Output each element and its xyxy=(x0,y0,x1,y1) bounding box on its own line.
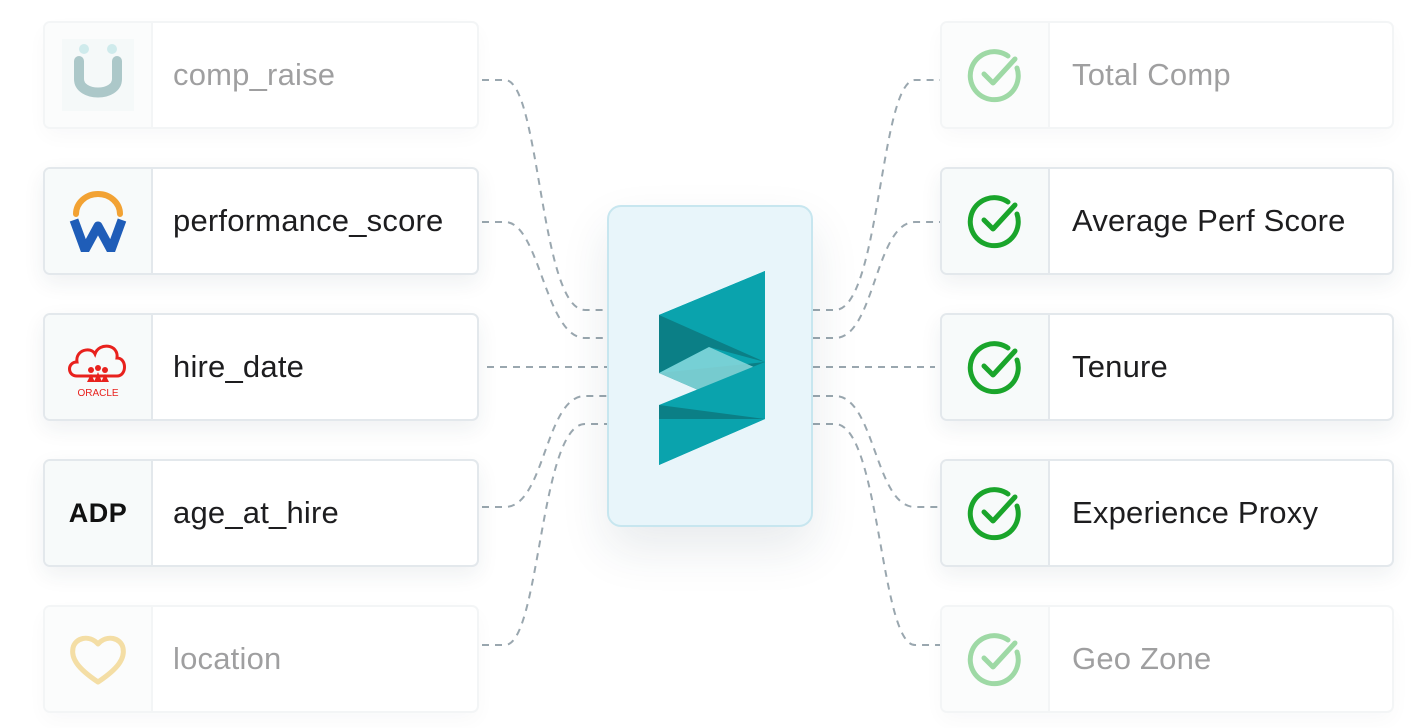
output-label: Average Perf Score xyxy=(1072,203,1346,238)
check-circle-icon xyxy=(967,487,1021,541)
output-icon-cell xyxy=(942,607,1050,711)
source-icon-cell: ADP xyxy=(45,461,153,565)
s-logo-icon xyxy=(659,271,765,465)
output-label: Tenure xyxy=(1072,349,1168,384)
check-circle-icon xyxy=(967,341,1021,395)
connector-comp-raise xyxy=(482,79,607,311)
output-label: Geo Zone xyxy=(1072,641,1212,676)
source-card-comp-raise[interactable]: comp_raise xyxy=(43,21,479,129)
output-icon-cell xyxy=(942,315,1050,419)
check-circle-icon xyxy=(967,49,1021,103)
check-circle-icon xyxy=(967,633,1021,687)
connector-age-at-hire xyxy=(482,395,607,508)
output-icon-cell xyxy=(942,169,1050,273)
connector-geo-zone xyxy=(813,423,940,646)
source-label: comp_raise xyxy=(173,57,336,92)
source-icon-cell xyxy=(45,607,153,711)
output-card-tenure[interactable]: Tenure xyxy=(940,313,1394,421)
source-label: location xyxy=(173,641,282,676)
output-icon-cell xyxy=(942,23,1050,127)
workday-logo-icon xyxy=(69,191,127,252)
source-icon-cell: ORACLE xyxy=(45,315,153,419)
source-card-location[interactable]: location xyxy=(43,605,479,713)
connector-performance-score xyxy=(482,221,607,339)
connector-experience-proxy xyxy=(813,395,940,508)
source-label: hire_date xyxy=(173,349,305,384)
oracle-wordmark: ORACLE xyxy=(77,388,118,399)
output-icon-cell xyxy=(942,461,1050,565)
source-icon-cell xyxy=(45,23,153,127)
source-icon-cell xyxy=(45,169,153,273)
check-circle-icon xyxy=(967,195,1021,249)
source-card-age-at-hire[interactable]: ADP age_at_hire xyxy=(43,459,479,567)
connector-total-comp xyxy=(813,79,940,311)
connector-average-perf xyxy=(813,221,940,339)
output-label: Experience Proxy xyxy=(1072,495,1319,530)
connector-location xyxy=(482,423,607,646)
platform-hub xyxy=(607,205,813,527)
source-card-hire-date[interactable]: ORACLE hire_date xyxy=(43,313,479,421)
output-card-average-perf-score[interactable]: Average Perf Score xyxy=(940,167,1394,275)
source-card-performance-score[interactable]: performance_score xyxy=(43,167,479,275)
output-label: Total Comp xyxy=(1072,57,1231,92)
output-card-geo-zone[interactable]: Geo Zone xyxy=(940,605,1394,713)
smile-logo-icon xyxy=(62,39,134,111)
oracle-logo-icon: ORACLE xyxy=(68,344,126,399)
source-label: age_at_hire xyxy=(173,495,339,530)
output-card-experience-proxy[interactable]: Experience Proxy xyxy=(940,459,1394,567)
output-card-total-comp[interactable]: Total Comp xyxy=(940,21,1394,129)
heart-logo-icon xyxy=(70,635,126,685)
adp-logo-icon: ADP xyxy=(68,497,128,528)
source-label: performance_score xyxy=(173,203,444,238)
